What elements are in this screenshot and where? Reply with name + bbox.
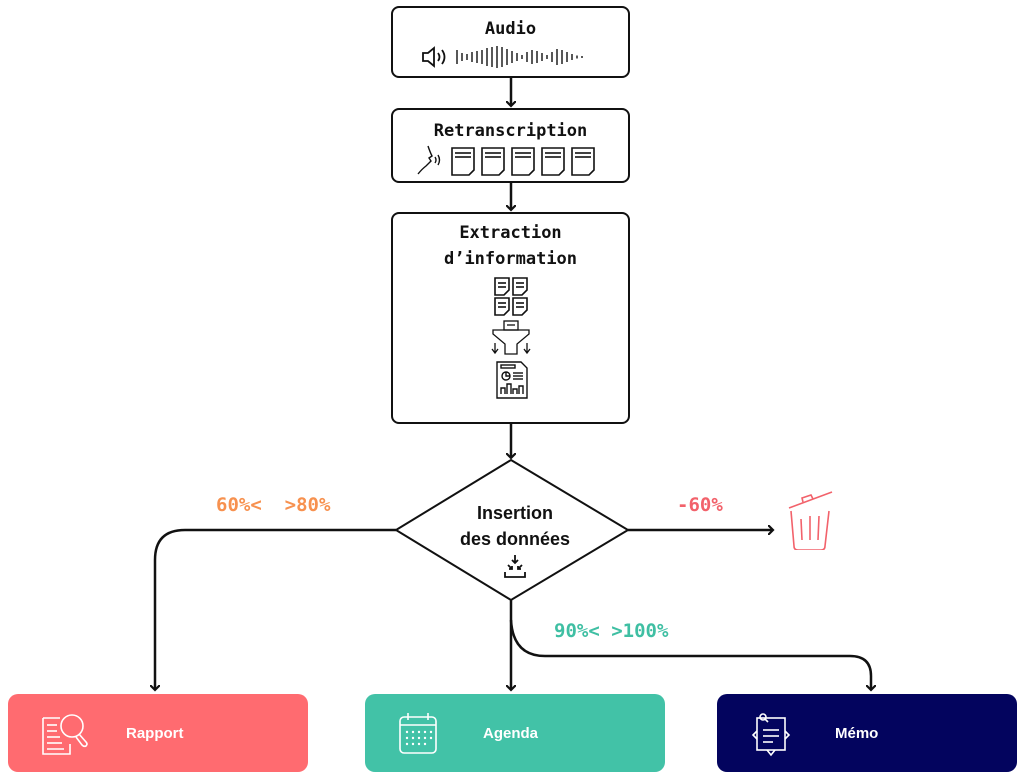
waveform-icon	[455, 46, 583, 68]
output-rapport-label: Rapport	[126, 724, 184, 742]
branch-label-left: 60%< >80%	[216, 494, 331, 516]
trash-icon	[788, 491, 833, 550]
report-search-icon	[42, 714, 88, 755]
document-icon	[570, 147, 595, 176]
document-icon	[493, 277, 510, 296]
step-audio-title: Audio	[484, 19, 537, 39]
calendar-icon	[399, 713, 437, 754]
document-icon	[450, 147, 475, 176]
step-extraction-title-line2: d’information	[443, 249, 578, 269]
report-chart-icon	[495, 361, 528, 399]
decision-title-line2: des données	[459, 529, 571, 549]
step-extraction-title-line1: Extraction	[459, 223, 562, 243]
output-agenda-label: Agenda	[483, 724, 539, 742]
branch-label-right: -60%	[677, 494, 723, 516]
output-agenda[interactable]: Agenda	[365, 694, 665, 772]
speaking-head-icon	[416, 145, 440, 175]
document-icon	[511, 277, 528, 296]
step-audio: Audio	[391, 6, 630, 78]
speaker-icon	[421, 46, 445, 68]
funnel-icon	[490, 320, 531, 355]
arrow-to-rapport	[155, 528, 396, 690]
document-icon	[510, 147, 535, 176]
document-icon	[540, 147, 565, 176]
decision-title-line1: Insertion	[476, 503, 553, 523]
import-icon	[504, 555, 526, 578]
document-icon	[493, 297, 510, 316]
decision-node: Insertion des données	[420, 500, 610, 580]
step-transcription: Retranscription	[391, 108, 630, 183]
documents-grid-icon	[493, 277, 528, 316]
document-icon	[480, 147, 505, 176]
document-icon	[511, 297, 528, 316]
memo-icon	[751, 713, 791, 757]
step-extraction: Extraction d’information	[391, 212, 630, 424]
output-rapport[interactable]: Rapport	[8, 694, 308, 772]
step-transcription-title: Retranscription	[433, 121, 588, 141]
output-memo[interactable]: Mémo	[717, 694, 1017, 772]
arrow-to-memo	[509, 619, 871, 690]
branch-label-down: 90%< >100%	[554, 620, 669, 642]
output-memo-label: Mémo	[835, 724, 879, 742]
